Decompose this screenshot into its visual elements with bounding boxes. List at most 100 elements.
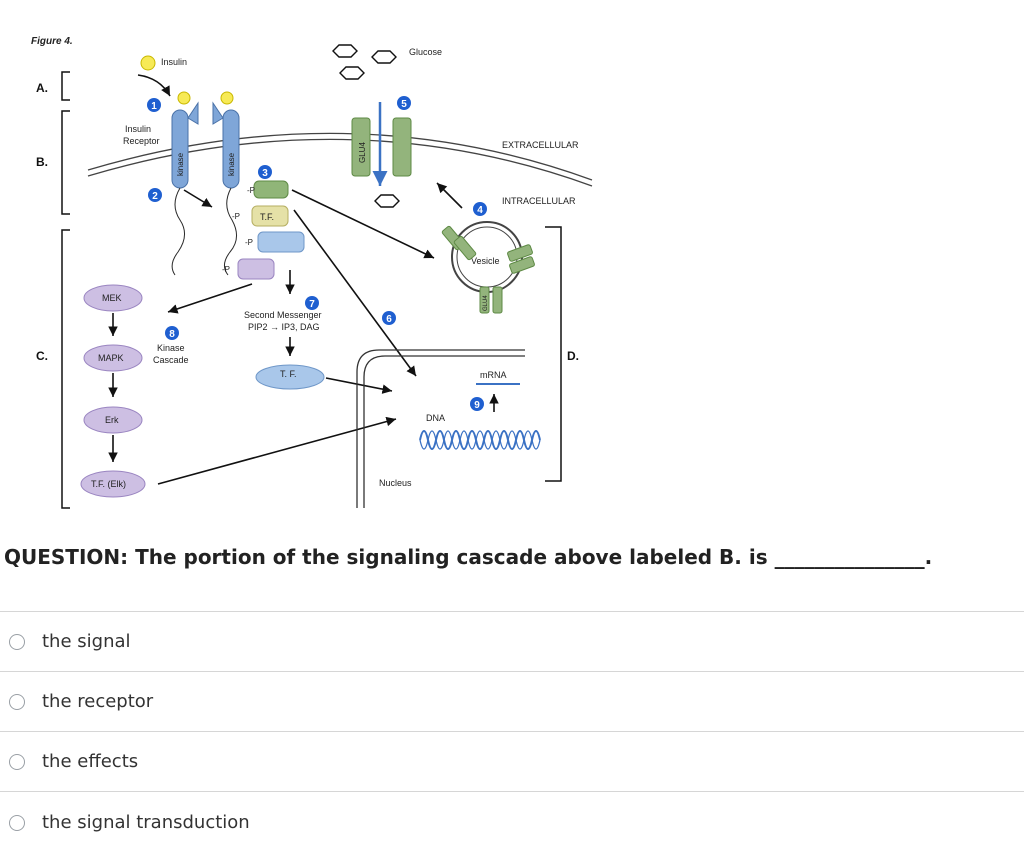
bracket-label-c: C. xyxy=(36,349,48,363)
vesicle-label: Vesicle xyxy=(471,256,500,266)
tf-to-dna-arrow xyxy=(325,377,393,394)
cell-membrane xyxy=(87,132,593,181)
nuclear-envelope-inner xyxy=(363,355,525,508)
intracellular-label: INTRACELLULAR xyxy=(502,196,576,206)
figure-caption: Figure 4. xyxy=(31,36,73,47)
insulin-label: Insulin xyxy=(161,57,187,67)
option-the-signal-transduction[interactable]: the signal transduction xyxy=(0,791,1024,851)
phospho-label-2: -P xyxy=(232,212,240,221)
step-2-arrow xyxy=(183,189,213,208)
radio-button[interactable] xyxy=(9,815,25,831)
nucleus-label: Nucleus xyxy=(379,478,412,488)
mrna-label: mRNA xyxy=(480,370,507,380)
dna-label: DNA xyxy=(426,413,445,423)
protein-green xyxy=(253,180,289,199)
protein-tf xyxy=(251,205,289,227)
radio-button[interactable] xyxy=(9,694,25,710)
glucose-molecule-2 xyxy=(371,50,397,64)
bracket-label-d: D. xyxy=(567,349,579,363)
mek-label: MEK xyxy=(102,293,122,303)
glucose-label: Glucose xyxy=(409,47,442,57)
kinase-label-right: kinase xyxy=(227,152,236,176)
receptor-alpha-left xyxy=(187,101,199,125)
step-3-badge xyxy=(258,165,272,179)
radio-button[interactable] xyxy=(9,754,25,770)
bracket-d xyxy=(545,226,562,482)
radio-button[interactable] xyxy=(9,634,25,650)
arrow-to-dna xyxy=(293,209,417,377)
step-6-badge xyxy=(382,311,396,325)
glucose-inside xyxy=(374,194,400,208)
tf-protein-label: T.F. xyxy=(260,212,274,222)
insulin-molecule xyxy=(140,55,156,71)
vesicle-fusion-arrow xyxy=(436,182,463,209)
step-1-badge xyxy=(147,98,161,112)
tf-elk-label: T.F. (Elk) xyxy=(91,479,126,489)
option-the-effects[interactable]: the effects xyxy=(0,731,1024,791)
bound-insulin-right xyxy=(220,91,234,105)
glut4-label: GLU4 xyxy=(358,142,367,163)
protein-blue xyxy=(257,231,305,253)
mapk-label: MAPK xyxy=(98,353,124,363)
phospho-label-1: -P xyxy=(247,186,255,195)
kinase-label-left: kinase xyxy=(176,152,185,176)
step-6-number: 6 xyxy=(386,314,392,325)
step-8-number: 8 xyxy=(169,329,175,340)
vesicle-glut4-bottom-2 xyxy=(492,286,503,314)
receptor-tail-right xyxy=(224,187,237,276)
glucose-molecule-3 xyxy=(339,66,365,80)
bracket-b xyxy=(61,110,70,215)
vesicle-glut4-left-2 xyxy=(453,235,477,261)
vesicle-glut4-bottom xyxy=(479,286,490,314)
glut4-left xyxy=(351,117,371,177)
arrow-to-vesicle xyxy=(291,189,435,259)
erk-oval xyxy=(83,406,143,434)
bracket-label-b: B. xyxy=(36,155,48,169)
step-5-badge xyxy=(397,96,411,110)
tf-elk-oval xyxy=(80,470,146,498)
extracellular-label: EXTRACELLULAR xyxy=(502,140,579,150)
signaling-figure: Figure 4. A. B. C. D. EXTRACELLULAR INTR… xyxy=(31,36,593,509)
mek-oval xyxy=(83,284,143,312)
option-the-receptor[interactable]: the receptor xyxy=(0,671,1024,731)
vesicle-glut4-right xyxy=(507,244,533,262)
phospho-label-4: -P xyxy=(222,265,230,274)
step-4-number: 4 xyxy=(477,205,483,216)
cell-membrane-inner xyxy=(87,138,593,187)
step-7-badge xyxy=(305,296,319,310)
option-label: the signal xyxy=(42,631,131,652)
tf-nucleus-oval xyxy=(255,364,325,390)
question-text: QUESTION: The portion of the signaling c… xyxy=(4,545,933,569)
step-9-number: 9 xyxy=(474,400,480,411)
kinase-cascade-arrow xyxy=(167,283,253,314)
second-messenger-label-line2: PIP2 → IP3, DAG xyxy=(248,322,320,332)
option-label: the effects xyxy=(42,751,139,772)
step-8-badge xyxy=(165,326,179,340)
step-4-badge xyxy=(473,202,487,216)
vesicle-glut4-right-2 xyxy=(509,256,535,274)
step-7-number: 7 xyxy=(309,299,315,310)
bracket-a xyxy=(61,71,70,101)
option-the-signal[interactable]: the signal xyxy=(0,611,1024,671)
dna-strand-2 xyxy=(419,430,541,450)
receptor-label-line2: Receptor xyxy=(123,136,160,146)
step-1-number: 1 xyxy=(151,101,157,112)
elk-to-dna-arrow xyxy=(157,416,397,485)
insulin-arrow xyxy=(137,74,171,97)
glut4-right xyxy=(392,117,412,177)
dna-strand-1 xyxy=(419,430,541,450)
second-messenger-label-line1: Second Messenger xyxy=(244,310,322,320)
erk-label: Erk xyxy=(105,415,119,425)
vesicle-glut4-label: GLU4 xyxy=(483,295,489,311)
phospho-label-3: -P xyxy=(245,238,253,247)
tf-nucleus-label: T. F. xyxy=(280,369,297,379)
step-2-badge xyxy=(148,188,162,202)
step-5-number: 5 xyxy=(401,99,407,110)
step-3-number: 3 xyxy=(262,168,268,179)
kinase-cascade-label-line2: Cascade xyxy=(153,355,189,365)
receptor-alpha-right xyxy=(212,101,224,125)
protein-purple xyxy=(237,258,275,280)
option-label: the receptor xyxy=(42,691,154,712)
step-2-number: 2 xyxy=(152,191,158,202)
receptor-tail-left xyxy=(171,187,185,276)
